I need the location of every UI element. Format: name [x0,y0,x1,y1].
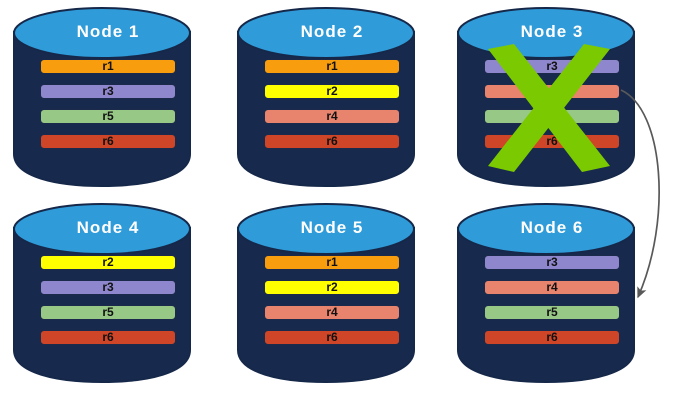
replica-bar[interactable]: r1 [264,59,400,74]
replica-bar[interactable]: r4 [264,109,400,124]
cylinder-top-cap [457,7,635,59]
replica-bar[interactable]: r4 [484,280,620,295]
replica-bar[interactable]: r6 [40,134,176,149]
replica-bar[interactable]: r1 [40,59,176,74]
replica-bar[interactable]: r5 [484,109,620,124]
replica-bar[interactable]: r3 [484,255,620,270]
replica-bar[interactable]: r4 [484,84,620,99]
replica-bar[interactable]: r2 [264,280,400,295]
replica-bar[interactable]: r4 [264,305,400,320]
replica-bar[interactable]: r3 [40,280,176,295]
replica-bar[interactable]: r3 [40,84,176,99]
replica-bar-list: r1 r3 r5 r6 [40,59,176,149]
replica-bar[interactable]: r5 [40,305,176,320]
replica-bar[interactable]: r1 [264,255,400,270]
replica-bar[interactable]: r6 [264,330,400,345]
replica-bar[interactable]: r5 [40,109,176,124]
cylinder-top-cap [13,203,191,255]
replica-bar-list: r1 r2 r4 r6 [264,59,400,149]
replica-bar[interactable]: r3 [484,59,620,74]
replica-bar[interactable]: r2 [40,255,176,270]
replica-bar[interactable]: r6 [484,134,620,149]
replica-bar[interactable]: r5 [484,305,620,320]
replica-bar-list: r3 r4 r5 r6 [484,59,620,149]
replica-bar-list: r2 r3 r5 r6 [40,255,176,345]
replica-bar[interactable]: r6 [264,134,400,149]
cylinder-top-cap [237,7,415,59]
replica-bar[interactable]: r6 [484,330,620,345]
replica-bar-list: r3 r4 r5 r6 [484,255,620,345]
cylinder-top-cap [457,203,635,255]
cylinder-top-cap [13,7,191,59]
replica-bar[interactable]: r6 [40,330,176,345]
replica-bar-list: r1 r2 r4 r6 [264,255,400,345]
cylinder-top-cap [237,203,415,255]
replica-bar[interactable]: r2 [264,84,400,99]
